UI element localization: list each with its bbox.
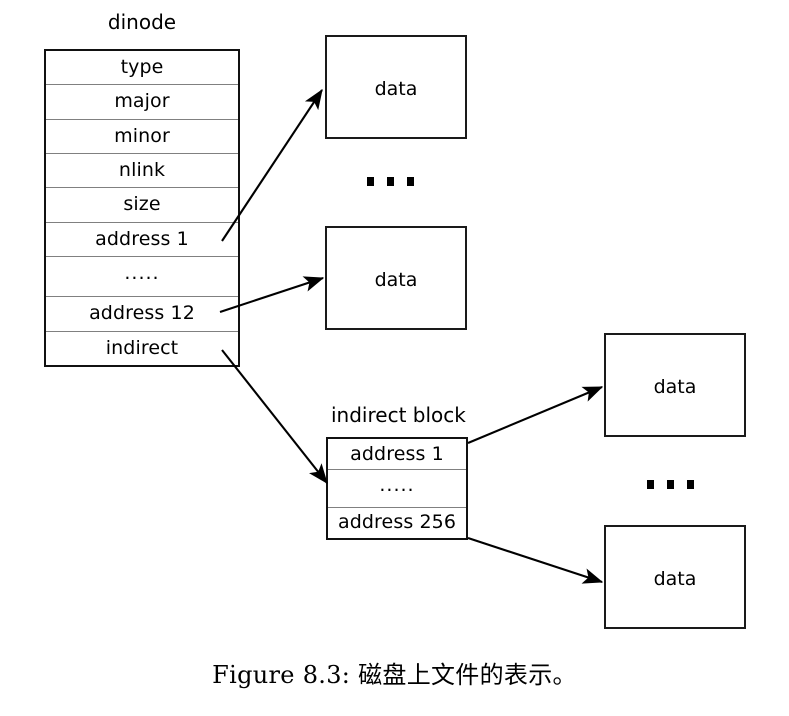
dinode-title: dinode xyxy=(107,10,177,34)
dinode-row-nlink: nlink xyxy=(46,154,238,189)
dinode-row-minor: minor xyxy=(46,120,238,154)
data-block-direct-last: data xyxy=(325,226,467,330)
dinode-row-indirect: indirect xyxy=(105,336,179,359)
dinode-row-address-12: address 12 xyxy=(46,297,238,332)
arrow-indirect-address256-to-data xyxy=(467,537,604,584)
data-block-direct-first-label: data xyxy=(374,78,418,100)
dinode-row-ellipsis: ..... xyxy=(46,257,238,298)
indirect-row-address-256: address 256 xyxy=(337,511,457,534)
indirect-row-address-1: address 1 xyxy=(328,439,466,471)
ellipsis-direct-data-blocks xyxy=(367,177,414,186)
dinode-row-major: major xyxy=(46,85,238,120)
ellipsis-indirect-data-blocks xyxy=(647,480,694,489)
indirect-row-ellipsis: ..... xyxy=(328,470,466,508)
ellipsis-dot xyxy=(387,177,394,186)
dinode-table: type major minor nlink size address 1 ..… xyxy=(44,49,240,367)
data-block-indirect-first: data xyxy=(604,333,746,437)
data-block-indirect-first-label: data xyxy=(653,376,697,398)
arrow-indirect-to-indirect-block xyxy=(221,349,328,484)
data-block-indirect-last: data xyxy=(604,525,746,629)
dinode-row-size: size xyxy=(46,188,238,223)
indirect-block-title: indirect block xyxy=(331,403,466,427)
ellipsis-dot xyxy=(687,480,694,489)
figure-caption: Figure 8.3: 磁盘上文件的表示。 xyxy=(212,661,577,689)
data-block-indirect-last-label: data xyxy=(653,568,697,590)
dinode-row-type: type xyxy=(46,51,238,86)
ellipsis-dot xyxy=(647,480,654,489)
data-block-direct-last-label: data xyxy=(374,269,418,291)
data-block-direct-first: data xyxy=(325,35,467,139)
arrow-indirect-address1-to-data xyxy=(467,386,604,444)
ellipsis-dot xyxy=(667,480,674,489)
dinode-row-address-1: address 1 xyxy=(46,223,238,257)
ellipsis-dot xyxy=(367,177,374,186)
indirect-block-table: address 1 ..... address 256 xyxy=(326,437,468,540)
ellipsis-dot xyxy=(407,177,414,186)
